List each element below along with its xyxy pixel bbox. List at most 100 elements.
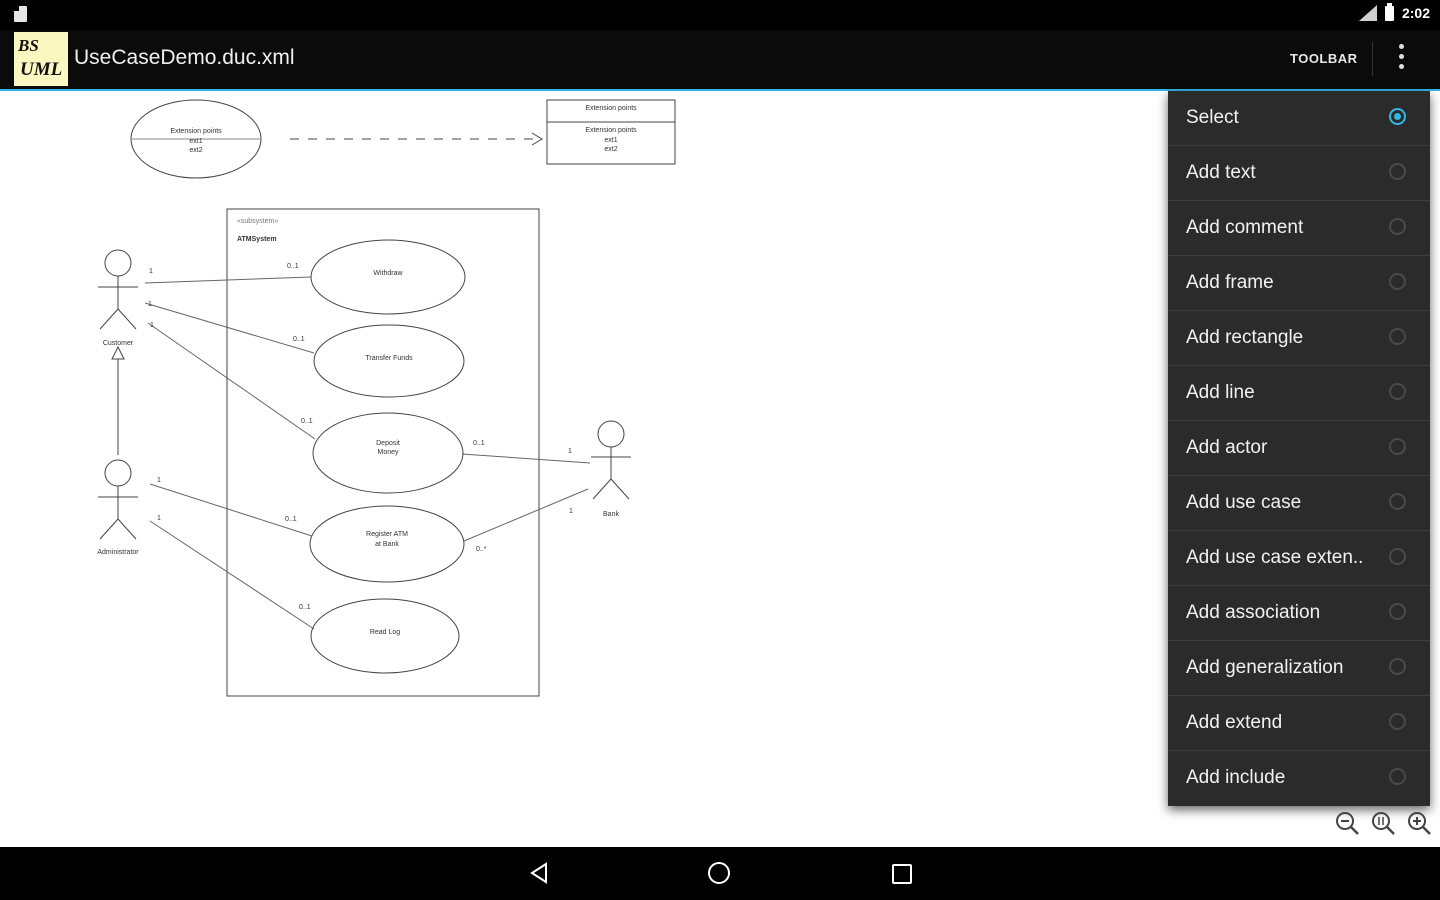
mult-label: 1 [157, 477, 161, 484]
radio-icon[interactable] [1389, 383, 1406, 400]
menu-item-label: Add extend [1186, 712, 1283, 733]
menu-item-label: Add generalization [1186, 657, 1344, 678]
menu-item-add-rectangle[interactable]: Add rectangle [1168, 311, 1430, 366]
zoom-out-icon[interactable] [1334, 810, 1360, 836]
menu-item-add-line[interactable]: Add line [1168, 366, 1430, 421]
use-case-readlog[interactable] [310, 598, 460, 674]
action-divider [1372, 42, 1373, 76]
menu-item-label: Add include [1186, 767, 1286, 788]
overflow-menu-icon[interactable] [1399, 44, 1405, 74]
mult-label: 0..1 [299, 604, 311, 611]
ext-box-title: Extension points [585, 127, 637, 134]
radio-icon[interactable] [1389, 218, 1406, 235]
menu-item-add-include[interactable]: Add include [1168, 751, 1430, 805]
app-logo[interactable]: BS UML [14, 32, 68, 86]
mult-label: 1 [150, 322, 154, 329]
radio-icon[interactable] [1389, 768, 1406, 785]
mult-label: 1 [157, 515, 161, 522]
radio-icon[interactable] [1389, 713, 1406, 730]
radio-icon[interactable] [1389, 603, 1406, 620]
association-lines[interactable] [144, 276, 591, 630]
radio-checked-icon[interactable] [1389, 108, 1406, 125]
menu-item-label: Add actor [1186, 437, 1268, 458]
actor-bank-label: Bank [603, 511, 619, 518]
status-bar: 2:02 [0, 0, 1440, 30]
mult-label: 1 [148, 301, 152, 308]
menu-item-add-generalization[interactable]: Add generalization [1168, 641, 1430, 696]
radio-icon[interactable] [1389, 493, 1406, 510]
actor-bank[interactable] [591, 420, 631, 500]
ext-box-line2: ext2 [604, 146, 617, 153]
sd-card-icon [14, 6, 27, 22]
mult-label: 0..1 [473, 440, 485, 447]
ext-box-header: Extension points [585, 105, 637, 112]
use-case-transfer-label: Transfer Funds [365, 355, 413, 362]
app-logo-line1: BS [18, 36, 39, 55]
zoom-reset-icon[interactable] [1370, 810, 1396, 836]
menu-item-add-actor[interactable]: Add actor [1168, 421, 1430, 476]
use-case-deposit-label-2: Money [377, 449, 399, 456]
mult-label: 0..* [476, 546, 487, 553]
use-case-register-label-1: Register ATM [366, 531, 408, 538]
zoom-controls [1334, 810, 1432, 836]
use-case-deposit-label-1: Deposit [376, 440, 400, 447]
menu-item-add-use-case-extension[interactable]: Add use case exten.. [1168, 531, 1430, 586]
use-case-withdraw-label: Withdraw [373, 270, 403, 277]
radio-icon[interactable] [1389, 658, 1406, 675]
menu-item-add-use-case[interactable]: Add use case [1168, 476, 1430, 531]
menu-item-label: Add frame [1186, 272, 1274, 293]
toolbar-button[interactable]: TOOLBAR [1290, 51, 1358, 66]
menu-item-add-frame[interactable]: Add frame [1168, 256, 1430, 311]
use-case-register-label-2: at Bank [375, 541, 399, 548]
radio-icon[interactable] [1389, 163, 1406, 180]
mult-label: 0..1 [301, 418, 313, 425]
use-case-withdraw[interactable] [310, 239, 466, 315]
status-time: 2:02 [1401, 5, 1430, 21]
use-case-register[interactable] [309, 505, 465, 583]
menu-item-add-comment[interactable]: Add comment [1168, 201, 1430, 256]
tool-dropdown-menu: Select Add text Add comment Add frame Ad… [1168, 91, 1430, 806]
document-title: UseCaseDemo.duc.xml [74, 46, 295, 69]
ext-ellipse-line1: ext1 [189, 138, 202, 145]
mult-label: 1 [569, 508, 573, 515]
menu-item-label: Add comment [1186, 217, 1304, 238]
menu-item-add-text[interactable]: Add text [1168, 146, 1430, 201]
recent-apps-icon[interactable] [892, 864, 912, 884]
system-nav-bar [0, 847, 1440, 900]
mult-label: 0..1 [285, 516, 297, 523]
extension-box[interactable] [546, 99, 676, 165]
uml-diagram[interactable]: Extension points ext1 ext2 Extension poi… [0, 91, 1168, 847]
use-case-transfer[interactable] [313, 324, 465, 398]
mult-label: 0..1 [293, 336, 305, 343]
menu-item-label: Add line [1186, 382, 1255, 403]
zoom-in-icon[interactable] [1406, 810, 1432, 836]
menu-item-select[interactable]: Select [1168, 91, 1430, 146]
subsystem-frame[interactable] [226, 208, 540, 697]
actor-customer[interactable] [98, 249, 138, 330]
signal-icon [1358, 5, 1377, 21]
actor-administrator[interactable] [98, 459, 138, 540]
extension-use-case[interactable] [130, 99, 262, 179]
ext-box-line1: ext1 [604, 137, 617, 144]
mult-label: 1 [149, 268, 153, 275]
radio-icon[interactable] [1389, 273, 1406, 290]
actor-customer-label: Customer [103, 340, 134, 347]
app-logo-line2: UML [20, 59, 63, 80]
menu-item-label: Add rectangle [1186, 327, 1304, 348]
use-case-readlog-label: Read Log [370, 629, 400, 636]
menu-item-label: Select [1186, 107, 1239, 128]
back-icon[interactable] [529, 862, 549, 884]
ext-ellipse-title: Extension points [170, 128, 222, 135]
radio-icon[interactable] [1389, 438, 1406, 455]
diagram-canvas[interactable]: Extension points ext1 ext2 Extension poi… [0, 91, 1440, 847]
radio-icon[interactable] [1389, 328, 1406, 345]
home-icon[interactable] [708, 862, 730, 884]
radio-icon[interactable] [1389, 548, 1406, 565]
menu-item-add-association[interactable]: Add association [1168, 586, 1430, 641]
menu-item-label: Add association [1186, 602, 1321, 623]
frame-name: ATMSystem [237, 236, 277, 243]
menu-item-add-extend[interactable]: Add extend [1168, 696, 1430, 751]
use-case-deposit[interactable] [312, 412, 464, 494]
ext-ellipse-line2: ext2 [189, 147, 202, 154]
mult-label: 1 [568, 448, 572, 455]
